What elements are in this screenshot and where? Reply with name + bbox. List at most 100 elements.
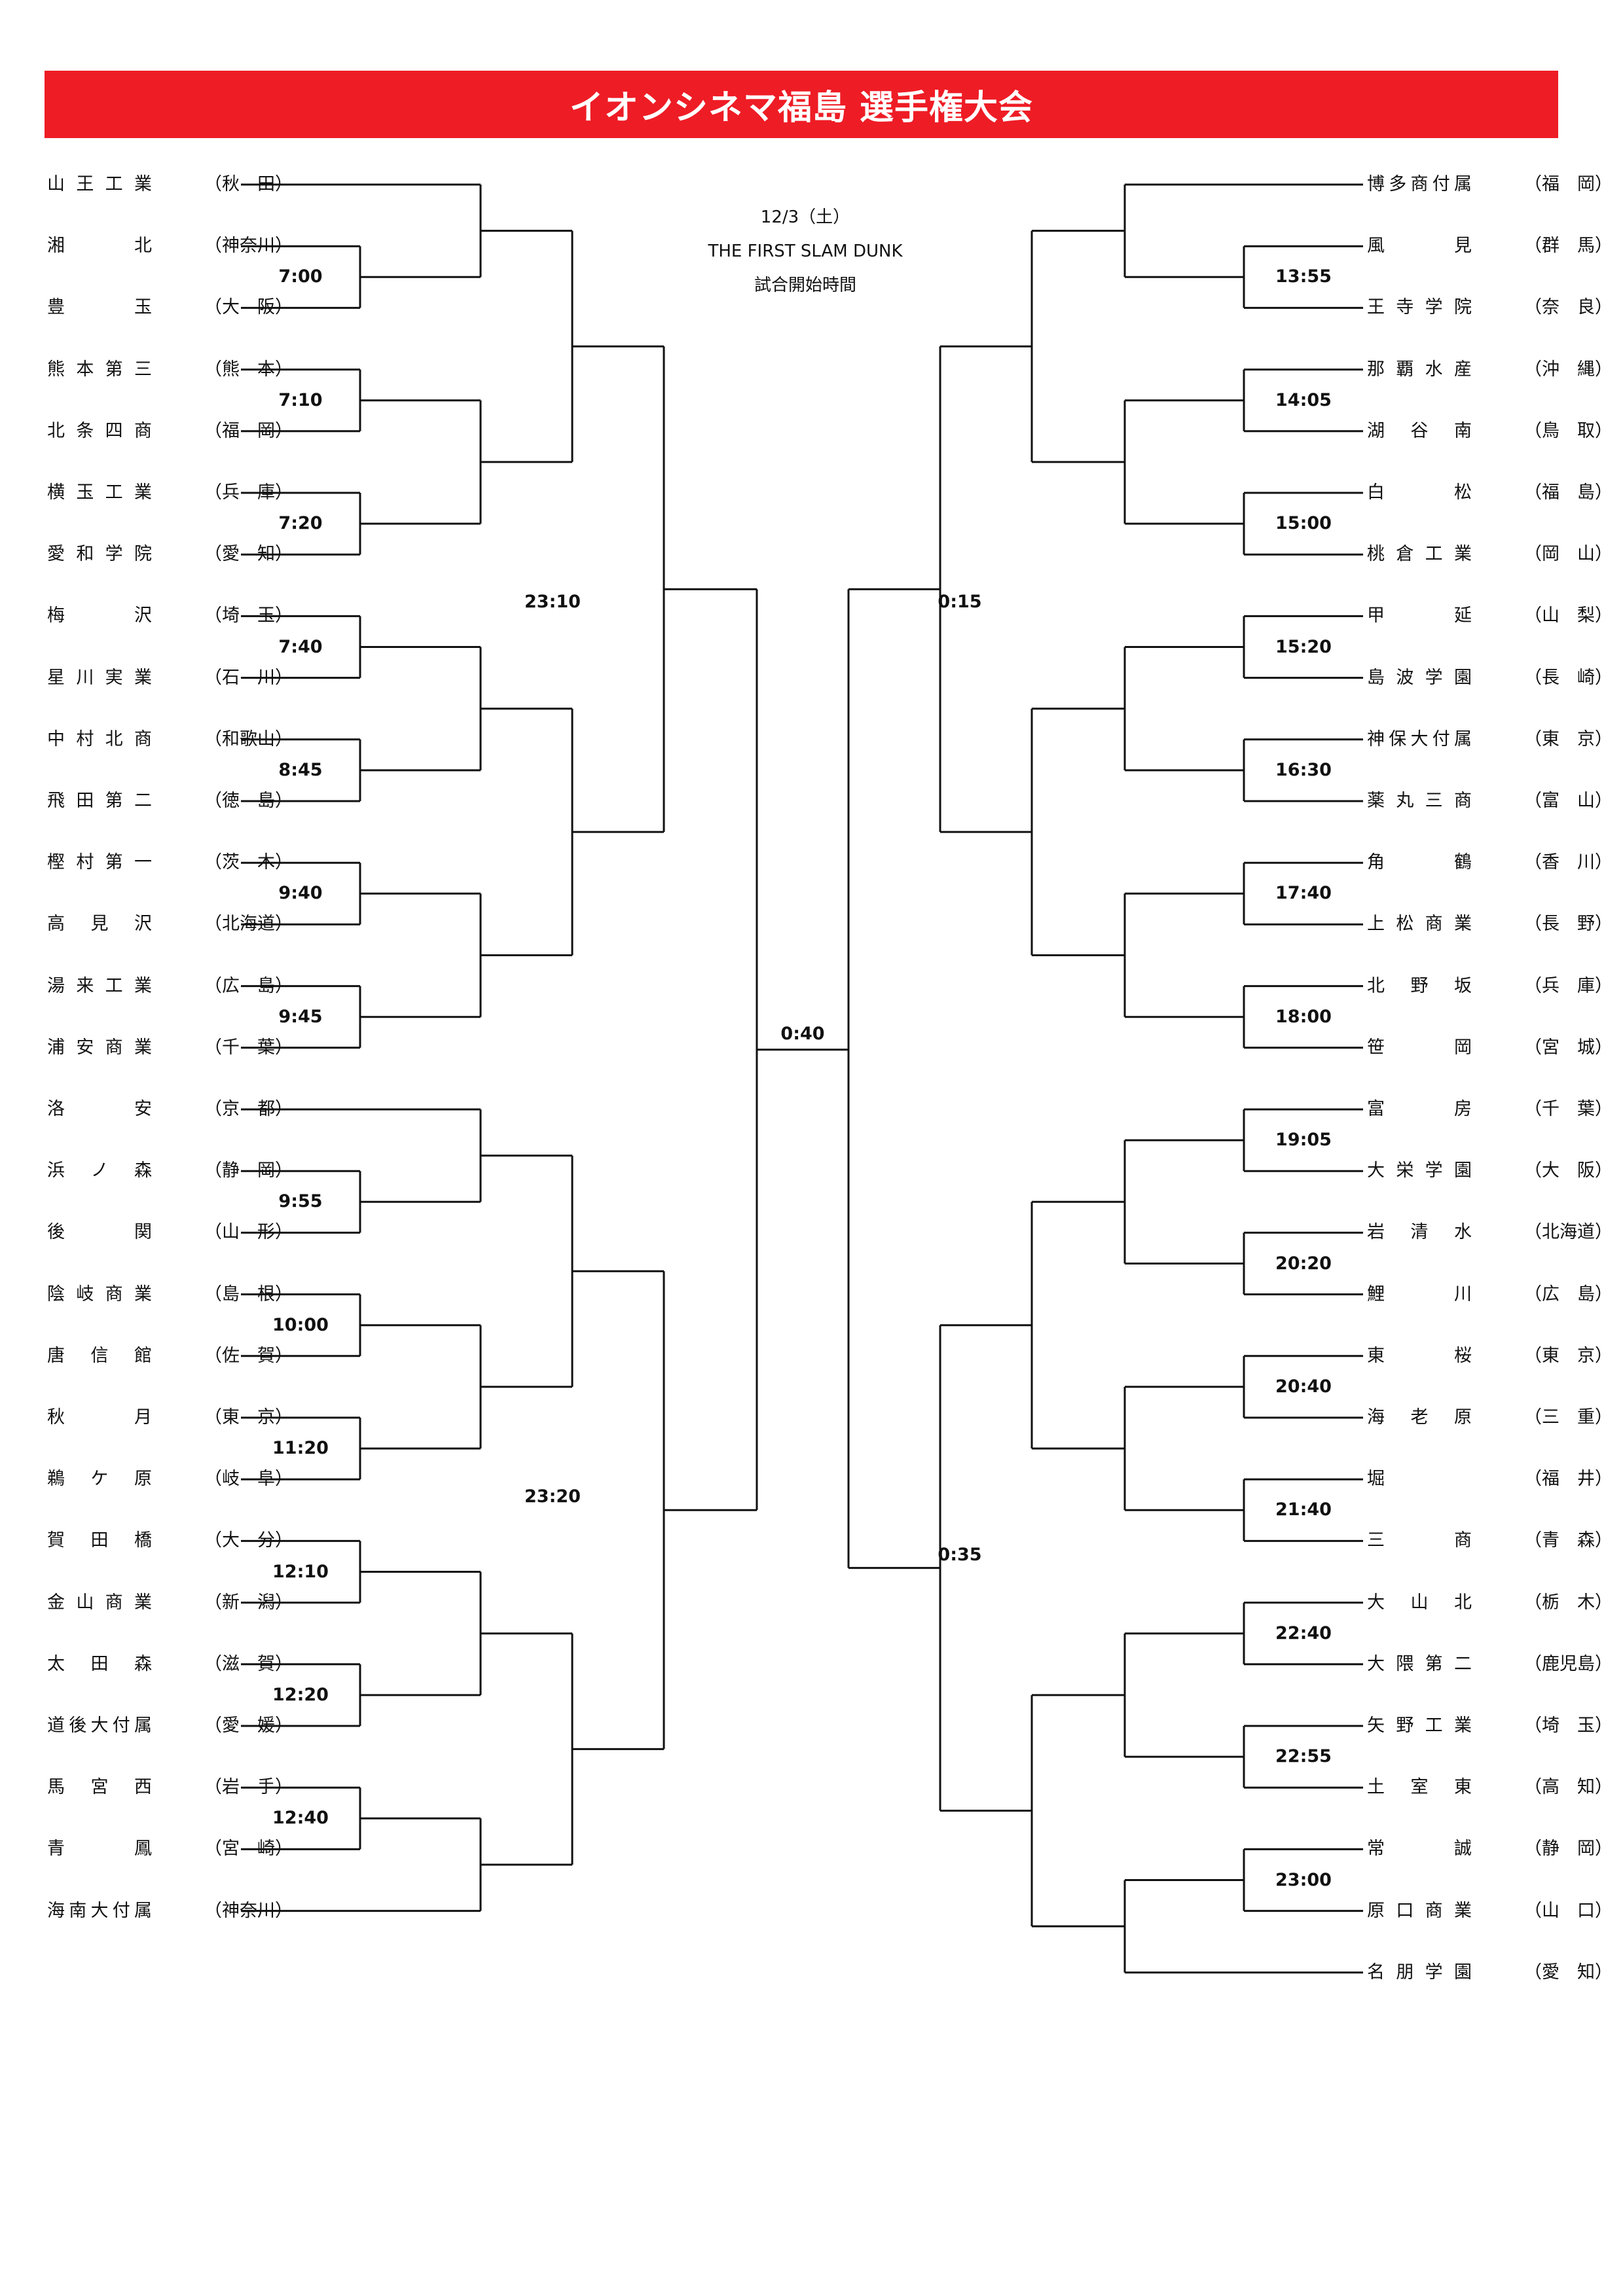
match-time: 9:40 [278, 883, 323, 904]
team-row: 大山北 （栃 木） [1367, 1590, 1613, 1616]
team-row: 道後大付属（愛 媛） [47, 1713, 293, 1739]
team-name: 陰岐商業 [47, 1283, 152, 1304]
team-prefecture: （茨 木） [204, 852, 293, 873]
team-prefecture: （愛 媛） [204, 1715, 293, 1736]
team-name: 北条四商 [47, 420, 152, 441]
team-prefecture: （高 知） [1524, 1777, 1613, 1798]
semi-time: 23:20 [524, 1486, 581, 1507]
team-prefecture: （北海道） [1524, 1222, 1613, 1243]
team-name: 馬宮西 [47, 1777, 152, 1798]
team-prefecture: （熊 本） [204, 359, 293, 380]
team-row: 金山商業（新 潟） [47, 1590, 293, 1616]
team-row: 湖谷南（鳥 取） [1367, 418, 1613, 444]
team-row: 海南大付属（神奈川） [47, 1898, 293, 1924]
match-time: 7:20 [278, 513, 323, 534]
team-prefecture: （埼 玉） [1524, 1715, 1613, 1736]
team-prefecture: （佐 賀） [204, 1345, 293, 1366]
match-time: 17:40 [1275, 883, 1332, 904]
match-time: 22:55 [1275, 1746, 1332, 1767]
team-name: 角 鶴 [1367, 852, 1472, 873]
team-name: 高見沢 [47, 914, 152, 935]
team-row: 飛田第二（徳 島） [47, 788, 293, 814]
team-name: 風 見 [1367, 236, 1472, 257]
team-prefecture: （福 井） [1524, 1469, 1613, 1490]
team-row: 薬丸三商（富 山） [1367, 788, 1613, 814]
match-time: 15:20 [1275, 636, 1332, 657]
team-row: 岩清水 （北海道） [1367, 1219, 1613, 1246]
team-row: 横玉工業（兵 庫） [47, 480, 293, 506]
team-prefecture: （広 島） [204, 975, 293, 996]
team-row: 桃倉工業 （岡 山） [1367, 541, 1613, 567]
team-name: 富 房 [1367, 1099, 1472, 1119]
semi-time: 0:15 [938, 592, 982, 613]
match-time: 23:00 [1275, 1869, 1332, 1890]
team-prefecture: （神奈川） [204, 236, 293, 257]
team-row: 堀（福 井） [1367, 1466, 1613, 1492]
team-row: 浦安商業（千 葉） [47, 1035, 293, 1061]
team-name: 愛和学院 [47, 544, 152, 565]
team-row: 大栄学園 （大 阪） [1367, 1158, 1613, 1184]
team-row: 海老原（三 重） [1367, 1405, 1613, 1431]
team-row: 東 桜（東 京） [1367, 1343, 1613, 1369]
team-prefecture: （島 根） [204, 1283, 293, 1304]
match-time: 12:20 [272, 1684, 329, 1705]
team-name: 矢野工業 [1367, 1715, 1472, 1736]
team-name: 鵜ケ原 [47, 1469, 152, 1490]
team-name: 土室東 [1367, 1777, 1472, 1798]
team-prefecture: （福 島） [1524, 482, 1613, 503]
team-row: 大隈第二（鹿児島） [1367, 1651, 1613, 1677]
team-name: 湖谷南 [1367, 420, 1472, 441]
team-name: 笹 岡 [1367, 1037, 1472, 1058]
match-time: 9:55 [278, 1191, 323, 1212]
team-prefecture: （北海道） [204, 914, 293, 935]
team-name: 桃倉工業 [1367, 544, 1472, 565]
team-name: 三 商 [1367, 1530, 1472, 1551]
team-name: 海老原 [1367, 1407, 1472, 1427]
team-prefecture: （神奈川） [204, 1900, 293, 1921]
match-time: 9:45 [278, 1006, 323, 1027]
semi-time: 0:35 [938, 1544, 982, 1565]
team-row: 秋 月（東 京） [47, 1405, 293, 1431]
team-prefecture: （宮 城） [1524, 1037, 1613, 1058]
match-time: 16:30 [1275, 759, 1332, 780]
team-name: 北野坂 [1367, 975, 1472, 996]
team-prefecture: （岡 山） [1524, 544, 1613, 565]
team-name: 上松商業 [1367, 914, 1472, 935]
match-time: 13:55 [1275, 266, 1332, 287]
team-prefecture: （大 阪） [1524, 1160, 1613, 1181]
team-prefecture: （富 山） [1524, 791, 1613, 811]
team-prefecture: （埼 玉） [204, 605, 293, 626]
team-name: 浜ノ森 [47, 1160, 152, 1181]
team-prefecture: （新 潟） [204, 1592, 293, 1613]
team-name: 大栄学園 [1367, 1160, 1472, 1181]
team-prefecture: （沖 縄） [1524, 359, 1613, 380]
team-row: 上松商業（長 野） [1367, 911, 1613, 937]
team-name: 太田森 [47, 1653, 152, 1674]
team-prefecture: （千 葉） [1524, 1099, 1613, 1119]
match-time: 22:40 [1275, 1623, 1332, 1643]
team-prefecture: （奈 良） [1524, 297, 1613, 318]
start-time-caption: 試合開始時間 [754, 276, 856, 295]
team-name: 鯉 川 [1367, 1283, 1472, 1304]
team-name: 王寺学院 [1367, 297, 1472, 318]
team-prefecture: （鹿児島） [1524, 1653, 1613, 1674]
team-prefecture: （香 川） [1524, 852, 1613, 873]
team-row: 白 松（福 島） [1367, 480, 1613, 506]
team-row: 後 関（山 形） [47, 1219, 293, 1246]
team-name: 横玉工業 [47, 482, 152, 503]
team-row: 豊 玉（大 阪） [47, 295, 293, 321]
team-name: 後 関 [47, 1222, 152, 1243]
team-prefecture: （静 岡） [204, 1160, 293, 1181]
team-prefecture: （栃 木） [1524, 1592, 1613, 1613]
team-name: 岩清水 [1367, 1222, 1472, 1243]
team-row: 唐信館（佐 賀） [47, 1343, 293, 1369]
team-name: 中村北商 [47, 728, 152, 749]
team-name: 大山北 [1367, 1592, 1472, 1613]
team-name: 湘 北 [47, 236, 152, 257]
match-time: 14:05 [1275, 389, 1332, 410]
team-row: 王寺学院 （奈 良） [1367, 295, 1613, 321]
team-row: 原口商業（山 口） [1367, 1898, 1613, 1924]
team-prefecture: （愛 知） [204, 544, 293, 565]
match-time: 7:10 [278, 389, 323, 410]
